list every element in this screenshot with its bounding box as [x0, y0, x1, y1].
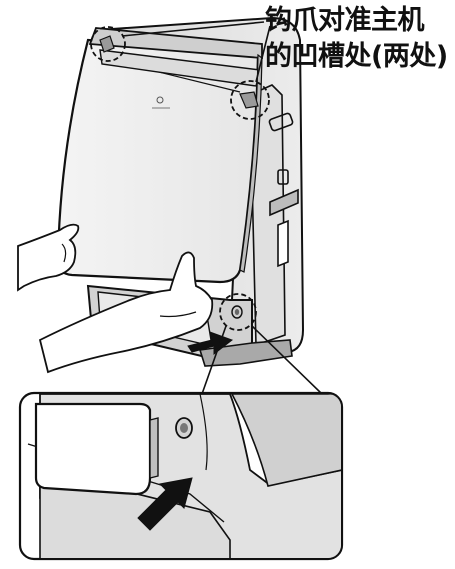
- detail-inset: [20, 393, 342, 559]
- callout-text-line-1: 钩爪对准主机: [265, 4, 424, 38]
- left-hand: [18, 225, 78, 290]
- callout-text-line-2: 的凹槽处(两处): [265, 40, 448, 74]
- front-panel: [58, 28, 262, 282]
